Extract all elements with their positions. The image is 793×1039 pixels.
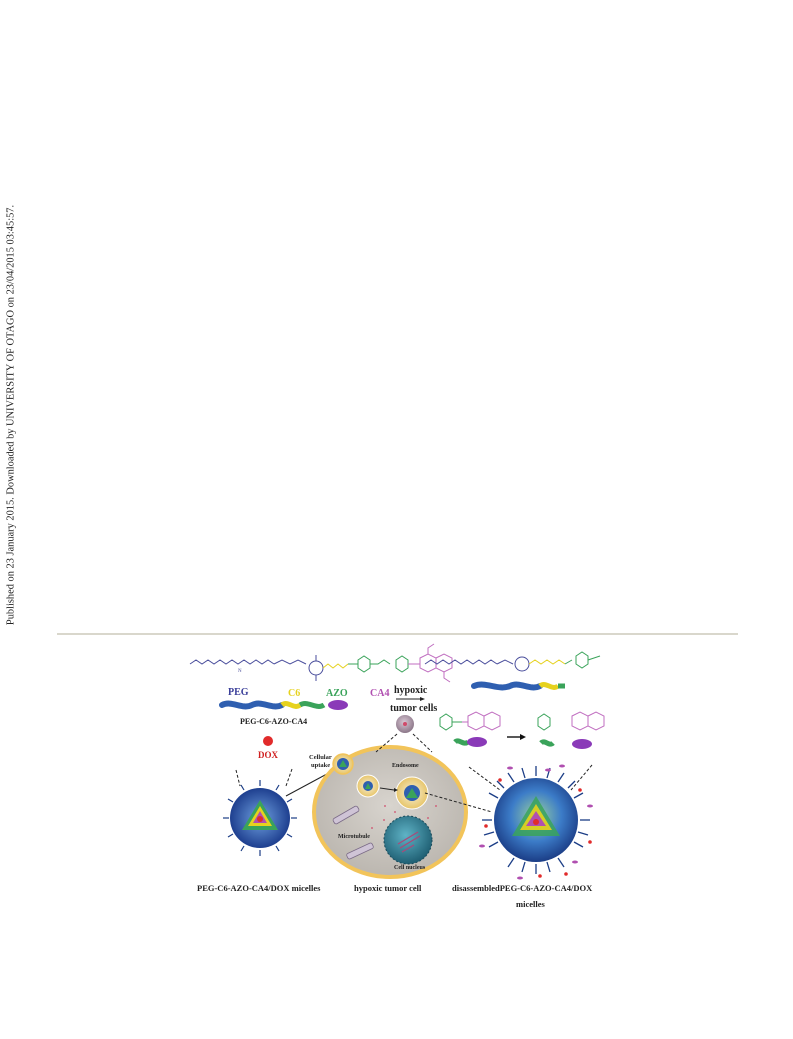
page-divider: [57, 633, 738, 635]
fragment-pair-right: [539, 739, 592, 749]
label-cell-nucleus: Cell nucleus: [394, 865, 426, 871]
microtubule-1: [332, 805, 374, 860]
guide-left-2: [285, 768, 293, 787]
caption-middle: hypoxic tumor cell: [354, 883, 422, 893]
dox-sphere: [263, 736, 273, 746]
structure-peg-c6-azo-ca4: N: [189, 643, 453, 683]
caption-left: PEG-C6-AZO-CA4/DOX micelles: [197, 883, 321, 893]
conjugate-bar: [219, 700, 348, 710]
structure-released-ca4: [537, 711, 605, 731]
guide-right-1: [468, 766, 501, 791]
label-microtubule: Microtubule: [338, 834, 370, 840]
micelle-disassembled: [424, 764, 593, 880]
guide-right-2: [570, 764, 593, 791]
label-uptake: uptake: [311, 762, 330, 769]
tumor-cell-small: [396, 715, 414, 733]
structure-cleaved-peg-c6: [424, 651, 601, 672]
hypoxic-tumor-cell: [312, 745, 468, 879]
label-peg: PEG: [228, 687, 249, 698]
caption-right-line2: micelles: [516, 899, 545, 909]
label-c6: C6: [288, 688, 300, 699]
label-conjugate: PEG-C6-AZO-CA4: [240, 717, 307, 726]
label-cellular: Cellular: [309, 754, 332, 761]
label-hypoxic: hypoxic: [394, 685, 428, 696]
cell-nucleus: [383, 815, 433, 865]
uptake-micelle: [332, 753, 354, 775]
caption-right-line1: disassembledPEG-C6-AZO-CA4/DOX: [452, 883, 593, 893]
fragment-pair-left: [453, 737, 487, 747]
guide-left-1: [235, 769, 241, 787]
micelle-left: [223, 780, 297, 856]
label-tumor-cells: tumor cells: [390, 703, 437, 714]
label-dox: DOX: [258, 750, 279, 760]
structure-azo-ca4-fragment: [439, 711, 501, 731]
label-ca4: CA4: [370, 688, 389, 699]
cleaved-bar: [471, 681, 565, 691]
label-azo: AZO: [326, 688, 348, 699]
guide-mid-2: [412, 733, 433, 753]
svg-text:N: N: [238, 669, 242, 674]
label-endosome: Endosome: [392, 763, 419, 769]
